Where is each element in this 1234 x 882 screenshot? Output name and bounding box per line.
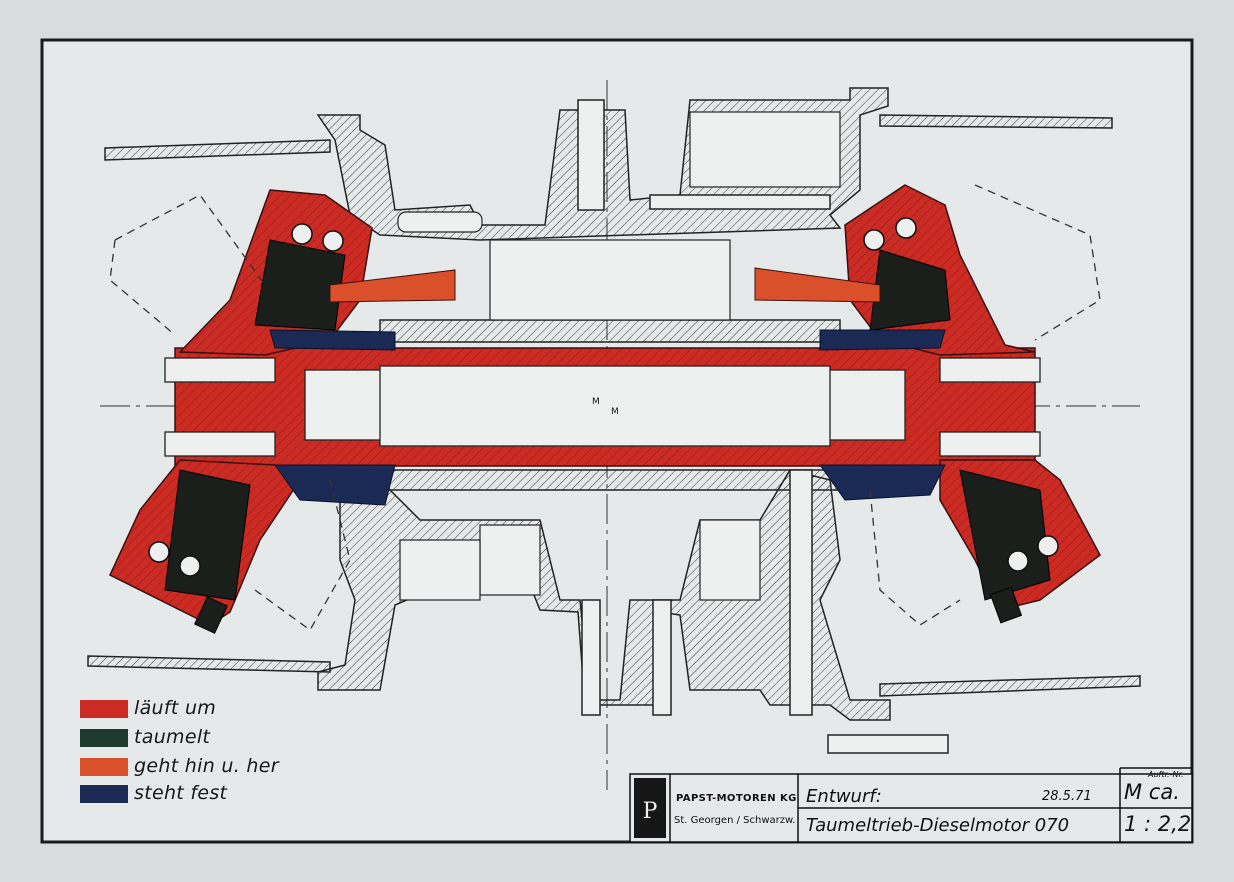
legend-label-rotates: läuft um: [134, 697, 217, 719]
fixed-rings: [269, 329, 946, 506]
order-number-value: M ca.: [1124, 780, 1180, 804]
drawing-scale: 1 : 2,2: [1124, 812, 1192, 836]
title-block: [629, 767, 1193, 843]
bolts: [577, 99, 949, 754]
order-number-label: Auftr.-Nr.: [1148, 770, 1184, 779]
legend-swatch-reciprocates: [80, 758, 128, 776]
legend-label-wobbles: taumelt: [134, 726, 211, 748]
centre-mark-left: M: [592, 397, 600, 407]
drawing-title: Taumeltrieb-Dieselmotor 070: [806, 815, 1070, 836]
bearing-rollers: [148, 217, 1059, 577]
company-logo-mark: P: [643, 799, 658, 824]
company-location: St. Georgen / Schwarzw.: [674, 815, 796, 826]
legend-label-reciprocates: geht hin u. her: [134, 755, 279, 777]
company-name: PAPST-MOTOREN KG: [676, 793, 797, 804]
housing-plates: [87, 114, 1141, 697]
company-logo: [634, 778, 666, 838]
drawing-stage: Entwurf:: [806, 786, 882, 807]
housing-cavities: [397, 111, 841, 601]
legend-label-fixed: steht fest: [134, 782, 228, 804]
connecting-rods: [329, 267, 881, 303]
wobble-parts: [164, 239, 1051, 634]
centre-mark-right: M: [611, 407, 619, 417]
phantom-outlines: [109, 184, 1101, 631]
shaft-bore: [164, 357, 1041, 457]
legend-swatch-fixed: [80, 785, 128, 803]
legend-swatch-wobbles: [80, 729, 128, 747]
legend-swatch-rotates: [80, 700, 128, 718]
drawing-date: 28.5.71: [1042, 789, 1092, 804]
legend-swatches: [80, 700, 128, 803]
